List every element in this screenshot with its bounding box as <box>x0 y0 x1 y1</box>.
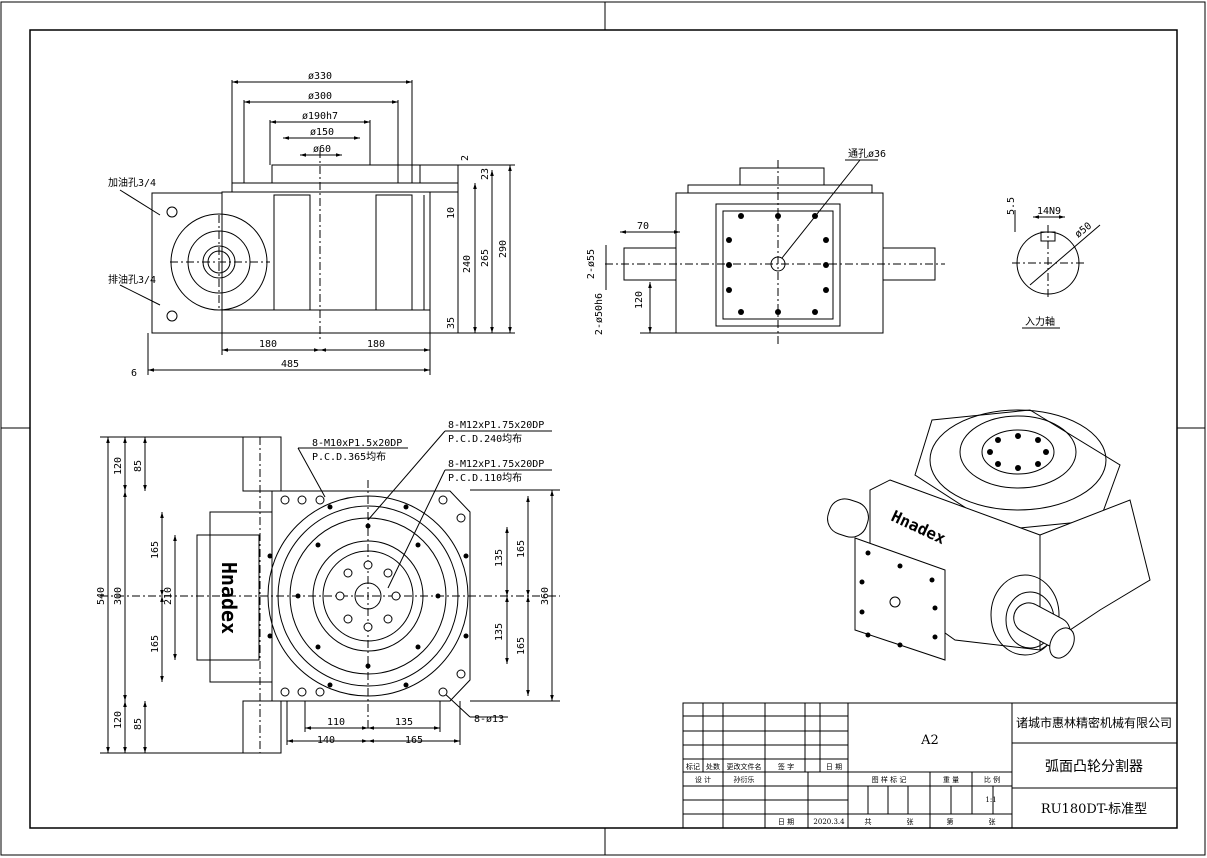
svg-text:240: 240 <box>462 255 473 273</box>
svg-text:Hnadex: Hnadex <box>217 562 241 634</box>
title-block-text: 诸城市惠林精密机械有限公司 弧面凸轮分割器 RU180DT-标准型 A2 1:1… <box>686 715 1172 826</box>
svg-text:135: 135 <box>395 717 413 728</box>
svg-text:180: 180 <box>259 339 277 350</box>
svg-text:165: 165 <box>150 635 161 653</box>
svg-text:入力軸: 入力軸 <box>1025 315 1055 328</box>
bottom-small-bolts <box>267 504 469 688</box>
svg-text:70: 70 <box>637 221 649 232</box>
svg-text:360: 360 <box>540 587 551 605</box>
svg-text:120: 120 <box>113 711 124 729</box>
svg-text:165: 165 <box>516 540 527 558</box>
svg-text:8-M10xP1.5x20DP: 8-M10xP1.5x20DP <box>312 438 402 449</box>
svg-text:8-M12xP1.75x20DP: 8-M12xP1.75x20DP <box>448 420 544 431</box>
svg-text:共: 共 <box>865 817 872 826</box>
svg-text:P.C.D.240均布: P.C.D.240均布 <box>448 433 522 445</box>
svg-text:ø330: ø330 <box>308 71 332 82</box>
svg-text:ø300: ø300 <box>308 91 332 102</box>
svg-text:ø50: ø50 <box>1073 221 1094 241</box>
svg-text:ø60: ø60 <box>313 144 331 155</box>
svg-text:265: 265 <box>480 249 491 267</box>
svg-text:标记: 标记 <box>686 762 700 771</box>
svg-text:张: 张 <box>907 817 914 826</box>
svg-text:85: 85 <box>133 718 144 730</box>
side-bolts <box>726 213 829 315</box>
svg-text:35: 35 <box>446 317 457 329</box>
svg-text:135: 135 <box>494 549 505 567</box>
svg-text:2: 2 <box>460 155 471 161</box>
svg-text:孙衍乐: 孙衍乐 <box>734 775 755 784</box>
svg-text:设 计: 设 计 <box>695 775 711 784</box>
svg-text:A2: A2 <box>920 733 939 748</box>
svg-text:165: 165 <box>150 541 161 559</box>
svg-text:重 量: 重 量 <box>943 776 959 784</box>
svg-text:诸城市惠林精密机械有限公司: 诸城市惠林精密机械有限公司 <box>1016 715 1172 730</box>
svg-text:8-ø13: 8-ø13 <box>474 714 504 725</box>
svg-text:RU180DT-标准型: RU180DT-标准型 <box>1041 802 1147 817</box>
svg-text:比 例: 比 例 <box>984 775 1000 784</box>
svg-text:2-ø55: 2-ø55 <box>586 249 597 279</box>
svg-text:14N9: 14N9 <box>1037 206 1061 217</box>
shaft-section <box>1012 210 1101 329</box>
svg-text:135: 135 <box>494 623 505 641</box>
svg-text:8-M12xP1.75x20DP: 8-M12xP1.75x20DP <box>448 459 544 470</box>
top-view <box>119 80 515 375</box>
svg-text:图 样 标 记: 图 样 标 记 <box>872 775 907 784</box>
svg-text:加油孔3/4: 加油孔3/4 <box>108 176 156 189</box>
svg-text:180: 180 <box>367 339 385 350</box>
svg-text:日 期: 日 期 <box>826 763 842 771</box>
svg-text:5.5: 5.5 <box>1006 197 1017 215</box>
svg-text:ø190h7: ø190h7 <box>302 111 338 122</box>
iso-bolts <box>859 433 1049 648</box>
svg-text:1:1: 1:1 <box>985 796 996 804</box>
title-block <box>682 702 1178 829</box>
svg-text:10: 10 <box>446 207 457 219</box>
svg-text:540: 540 <box>96 587 107 605</box>
svg-text:300: 300 <box>113 587 124 605</box>
svg-text:排油孔3/4: 排油孔3/4 <box>108 273 156 286</box>
svg-text:2020.3.4: 2020.3.4 <box>813 818 845 826</box>
svg-text:张: 张 <box>989 817 996 826</box>
svg-text:23: 23 <box>480 168 491 180</box>
svg-text:485: 485 <box>281 359 299 370</box>
svg-text:P.C.D.365均布: P.C.D.365均布 <box>312 451 386 463</box>
svg-text:85: 85 <box>133 460 144 472</box>
svg-text:210: 210 <box>163 587 174 605</box>
svg-text:110: 110 <box>327 717 345 728</box>
svg-text:日 期: 日 期 <box>778 818 794 826</box>
iso-view <box>827 409 1151 661</box>
svg-text:140: 140 <box>317 735 335 746</box>
svg-text:290: 290 <box>498 240 509 258</box>
svg-text:更改文件名: 更改文件名 <box>727 762 762 771</box>
svg-text:165: 165 <box>516 637 527 655</box>
side-view <box>605 159 945 345</box>
svg-text:通孔ø36: 通孔ø36 <box>848 148 886 160</box>
svg-text:120: 120 <box>113 457 124 475</box>
svg-text:处数: 处数 <box>706 762 720 771</box>
bottom-view-labels: 8-M10xP1.5x20DP P.C.D.365均布 8-M12xP1.75x… <box>96 420 551 746</box>
svg-text:P.C.D.110均布: P.C.D.110均布 <box>448 472 522 484</box>
svg-text:第: 第 <box>947 817 954 826</box>
svg-text:120: 120 <box>634 291 645 309</box>
svg-text:6: 6 <box>131 368 137 379</box>
top-view-labels: ø330 ø300 ø190h7 ø150 ø60 180 180 485 6 … <box>108 71 509 379</box>
svg-text:165: 165 <box>405 735 423 746</box>
bottom-view <box>100 430 560 754</box>
shaft-section-labels: 5.5 14N9 ø50 入力軸 <box>1006 197 1094 328</box>
svg-text:ø150: ø150 <box>310 127 334 138</box>
svg-text:弧面凸轮分割器: 弧面凸轮分割器 <box>1045 758 1143 775</box>
bottom-bolts <box>280 495 466 697</box>
svg-text:2-ø50h6: 2-ø50h6 <box>594 293 605 335</box>
svg-text:签 字: 签 字 <box>778 762 794 771</box>
side-view-labels: 通孔ø36 70 2-ø55 2-ø50h6 120 <box>586 148 886 335</box>
